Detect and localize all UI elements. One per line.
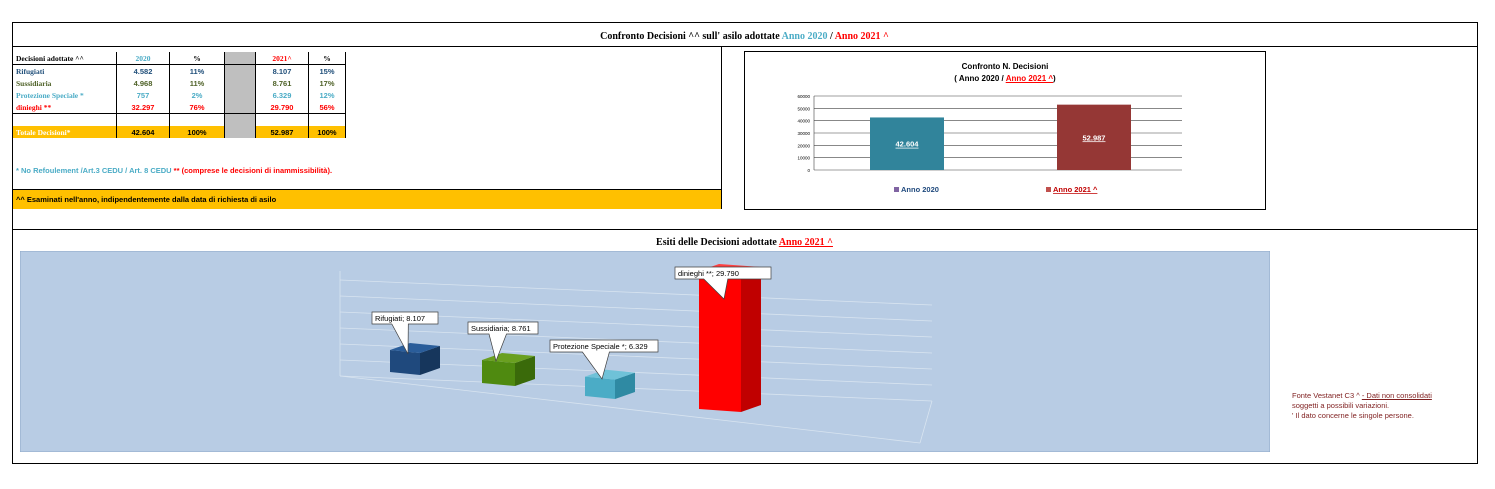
- table-header-row: Decisioni adottate ^^ 2020 % 2021^ %: [13, 52, 346, 65]
- row-2021: 8.107: [255, 64, 309, 77]
- total-row: Totale Decisioni* 42.604 100% 52.987 100…: [13, 126, 346, 138]
- row-2020: 757: [116, 89, 170, 101]
- y-tick-label: 50000: [797, 106, 810, 111]
- caret-note: ^^ Esaminati nell'anno, indipendentement…: [16, 195, 277, 204]
- frame-left: [12, 22, 13, 464]
- bar-side-1: [420, 345, 440, 375]
- row-2021: 29.790: [255, 101, 309, 114]
- row-pct2: 56%: [308, 101, 346, 114]
- total-label: Totale Decisioni*: [13, 126, 117, 138]
- row-label: Rifugiati: [13, 64, 117, 77]
- comparison-chart-title: Confronto N. Decisioni: [961, 62, 1049, 71]
- gridline: [339, 311, 933, 338]
- bar-data-label: Protezione Speciale *; 6.329: [553, 342, 648, 351]
- bar-side-3: [615, 372, 635, 399]
- row-pct1: 76%: [169, 101, 225, 114]
- legend-swatch: [894, 187, 899, 192]
- row-2020: 32.297: [116, 101, 170, 114]
- header-2020: 2020: [116, 52, 170, 65]
- row-label: Sussidiaria: [13, 77, 117, 89]
- frame-bottom: [12, 463, 1478, 464]
- total-pct1: 100%: [169, 126, 225, 138]
- bar-data-label: Sussidiaria; 8.761: [471, 324, 531, 333]
- row-label: Protezione Speciale *: [13, 89, 117, 101]
- bar-front-2: [482, 360, 515, 386]
- data-label-callout: [674, 266, 772, 300]
- floor-line: [919, 400, 933, 444]
- bar-front-1: [390, 349, 420, 375]
- row-pct1: 11%: [169, 64, 225, 77]
- comparison-chart-subtitle: ( Anno 2020 / Anno 2021 ^): [954, 74, 1056, 83]
- total-2021: 52.987: [255, 126, 309, 138]
- y-tick-label: 30000: [797, 131, 810, 136]
- bottom-title: Esiti delle Decisioni adottate Anno 2021…: [656, 237, 833, 248]
- header-pct2: %: [308, 52, 346, 65]
- y-tick-label: 40000: [797, 119, 810, 124]
- header-label: Decisioni adottate ^^: [13, 52, 117, 65]
- bar-data-label: 42.604: [896, 140, 920, 149]
- y-tick-label: 0: [807, 168, 810, 173]
- gray-spacer: [224, 77, 256, 89]
- caret-note-box: [13, 189, 721, 209]
- row-pct2: 12%: [308, 89, 346, 101]
- bar-top-1: [390, 342, 440, 353]
- star-note: * No Refoulement /Art.3 CEDU / Art. 8 CE…: [16, 166, 333, 175]
- row-label: dinieghi **: [13, 101, 117, 114]
- legend-swatch: [1046, 187, 1051, 192]
- comparison-bar-chart: 0 10000 20000 30000 40000 50000 60000 42.604 52.…: [797, 94, 1182, 194]
- frame-top: [12, 22, 1478, 23]
- gray-spacer: [224, 89, 256, 101]
- bar-1: [870, 117, 944, 170]
- decisions-table: Decisioni adottate ^^ 2020 % 2021^ % Rif…: [13, 52, 346, 138]
- y-tick-label: 10000: [797, 156, 810, 161]
- header-2021: 2021^: [255, 52, 309, 65]
- top-title: Confronto Decisioni ^^ sull' asilo adott…: [600, 31, 889, 42]
- data-label-callout: [467, 321, 539, 363]
- header-pct1: %: [169, 52, 225, 65]
- bar-data-label: 52.987: [1083, 133, 1106, 142]
- row-2021: 6.329: [255, 89, 309, 101]
- bar-side-4: [741, 267, 761, 412]
- total-2020: 42.604: [116, 126, 170, 138]
- row-pct1: 2%: [169, 89, 225, 101]
- gray-spacer: [224, 101, 256, 114]
- legend-entry: Anno 2020: [901, 185, 939, 194]
- frame-right: [1477, 22, 1478, 464]
- legend-entry: Anno 2021 ^: [1053, 185, 1098, 194]
- y-tick-label: 20000: [797, 143, 810, 148]
- bar-2: [1057, 104, 1131, 170]
- bar-data-label: Rifugiati; 8.107: [375, 314, 425, 323]
- row-2020: 4.582: [116, 64, 170, 77]
- gray-spacer: [224, 64, 256, 77]
- bar-top-3: [585, 369, 635, 380]
- bar-front-4: [699, 271, 741, 412]
- row-pct2: 15%: [308, 64, 346, 77]
- y-tick-label: 60000: [797, 94, 810, 99]
- source-note: Fonte Vestanet C3 ^ - Dati non consolida…: [1292, 391, 1432, 420]
- bar-side-2: [515, 356, 535, 386]
- frame-middle: [12, 229, 1478, 230]
- bar-front-3: [585, 376, 615, 399]
- gridline: [339, 279, 933, 306]
- row-pct2: 17%: [308, 77, 346, 89]
- total-pct2: 100%: [308, 126, 346, 138]
- data-label-callout: [371, 311, 439, 355]
- row-2021: 8.761: [255, 77, 309, 89]
- bar-data-label: dinieghi **; 29.790: [678, 269, 739, 278]
- row-pct1: 11%: [169, 77, 225, 89]
- row-2020: 4.968: [116, 77, 170, 89]
- gray-spacer: [224, 52, 256, 65]
- gridline: [339, 375, 933, 402]
- title-underline: [12, 46, 1478, 47]
- comparison-chart-box: [744, 51, 1266, 210]
- floor-line: [339, 375, 921, 444]
- data-label-callout: [549, 339, 659, 380]
- gridline: [339, 295, 933, 322]
- spacer-row: [13, 113, 346, 126]
